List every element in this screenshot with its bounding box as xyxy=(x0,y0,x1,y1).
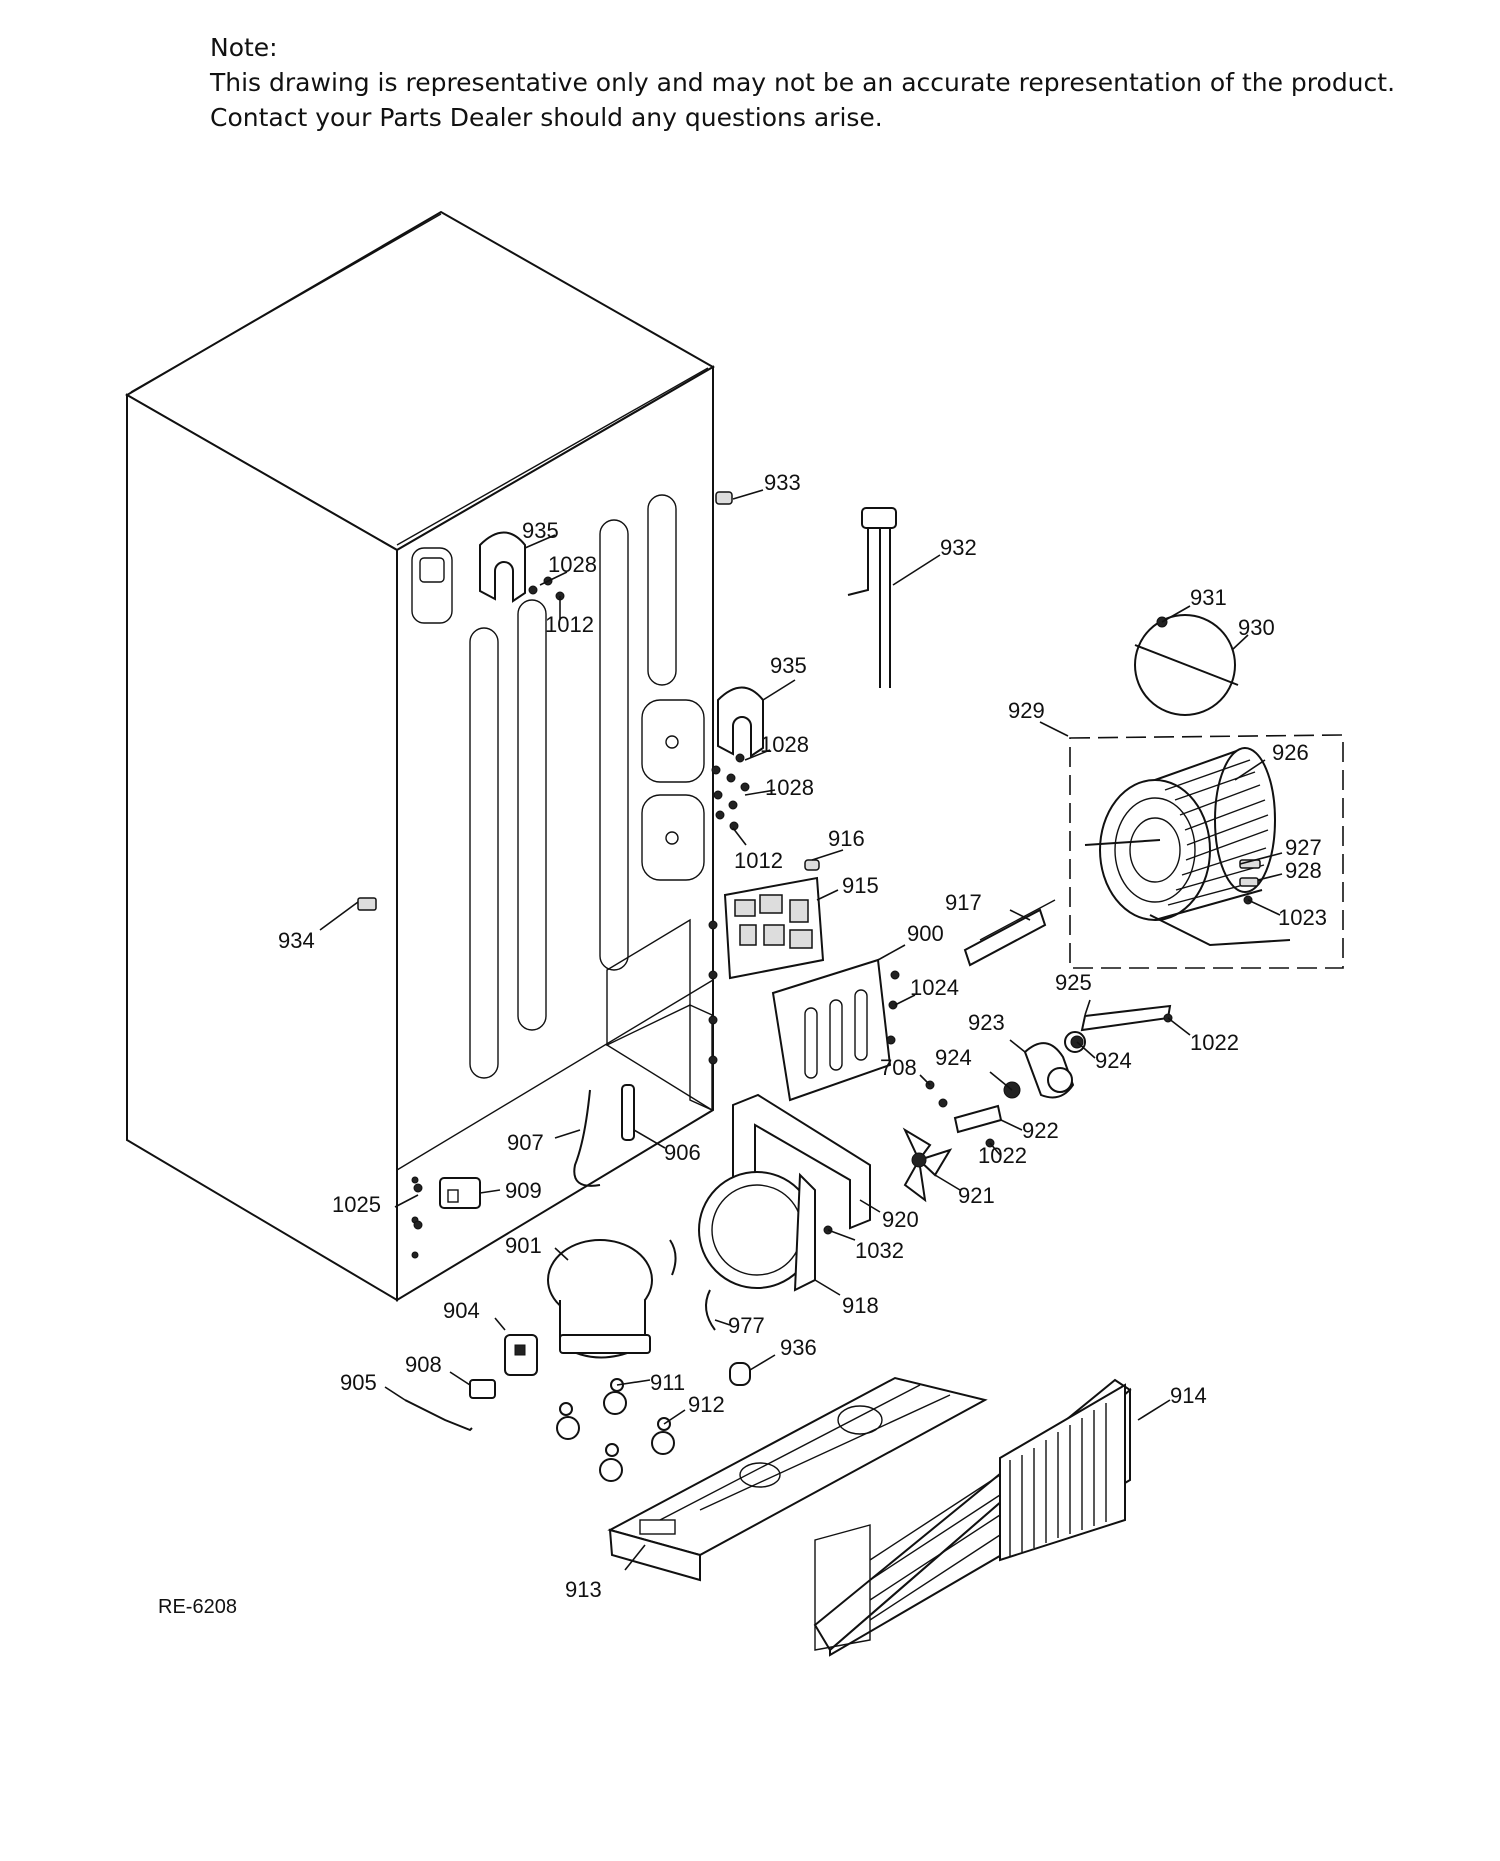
label-928: 928 xyxy=(1285,858,1322,883)
label-918: 918 xyxy=(842,1293,879,1318)
note-line-1: This drawing is representative only and … xyxy=(210,68,1396,97)
label-935-upper: 935 xyxy=(522,518,559,543)
label-915: 915 xyxy=(842,873,879,898)
label-912: 912 xyxy=(688,1392,725,1417)
note-block: Note: This drawing is representative onl… xyxy=(210,30,1395,135)
label-911: 911 xyxy=(650,1370,685,1395)
label-916: 916 xyxy=(828,826,865,851)
cabinet xyxy=(125,210,718,1302)
part-904-overload xyxy=(504,1334,538,1376)
label-905: 905 xyxy=(340,1370,377,1395)
label-708: 708 xyxy=(880,1055,917,1080)
label-935-lower: 935 xyxy=(770,653,807,678)
label-936: 936 xyxy=(780,1335,817,1360)
label-906: 906 xyxy=(664,1140,701,1165)
part-908-capacitor xyxy=(469,1379,496,1399)
label-909: 909 xyxy=(505,1178,542,1203)
part-922-bracket xyxy=(938,1098,1003,1148)
label-977: 977 xyxy=(728,1313,765,1338)
part-labels: 933 932 935 1028 1012 931 930 929 926 93… xyxy=(278,470,1327,1602)
label-1028-a: 1028 xyxy=(760,732,809,757)
label-901: 901 xyxy=(505,1233,542,1258)
part-936-grommet xyxy=(729,1362,751,1386)
part-914-condenser xyxy=(813,1378,1132,1657)
part-929-evaporator-kit xyxy=(1069,734,1344,969)
label-927: 927 xyxy=(1285,835,1322,860)
part-977-tube xyxy=(705,1289,716,1331)
part-901-compressor xyxy=(547,1239,677,1359)
label-924-a: 924 xyxy=(935,1045,972,1070)
label-1023: 1023 xyxy=(1278,905,1327,930)
label-1024: 1024 xyxy=(910,975,959,1000)
part-935-lower-bracket xyxy=(717,686,764,758)
label-924-b: 924 xyxy=(1095,1048,1132,1073)
part-935-upper-bracket xyxy=(479,531,526,603)
label-1022-upper: 1022 xyxy=(1190,1030,1239,1055)
label-926: 926 xyxy=(1272,740,1309,765)
note-heading: Note: xyxy=(210,33,278,62)
leader-lines xyxy=(319,489,1283,1571)
label-920: 920 xyxy=(882,1207,919,1232)
label-1012-upper: 1012 xyxy=(545,612,594,637)
label-933: 933 xyxy=(764,470,801,495)
label-931: 931 xyxy=(1190,585,1227,610)
parts-911-912-mount-grommets xyxy=(556,1378,675,1482)
label-913: 913 xyxy=(565,1577,602,1602)
label-930: 930 xyxy=(1238,615,1275,640)
part-1025-screws xyxy=(413,1183,423,1230)
part-933-clip xyxy=(715,491,733,505)
part-917-wire-harness xyxy=(963,899,1056,967)
note-line-2: Contact your Parts Dealer should any que… xyxy=(210,103,883,132)
part-905-wire xyxy=(404,1399,473,1432)
part-921-fan-blade xyxy=(902,1127,953,1203)
label-1028-b: 1028 xyxy=(765,775,814,800)
label-1032: 1032 xyxy=(855,1238,904,1263)
part-915-control-board xyxy=(723,859,825,980)
label-1012-lower: 1012 xyxy=(734,848,783,873)
screws-1028-1012 xyxy=(528,576,750,831)
label-934: 934 xyxy=(278,928,315,953)
label-914: 914 xyxy=(1170,1383,1207,1408)
part-930-gasket xyxy=(1134,614,1239,716)
part-918-fan-shroud xyxy=(698,1171,816,1292)
part-934-tag xyxy=(357,897,377,911)
label-1028-upper: 1028 xyxy=(548,552,597,577)
label-904: 904 xyxy=(443,1298,480,1323)
label-923: 923 xyxy=(968,1010,1005,1035)
part-907-drain-tube xyxy=(573,1089,601,1187)
label-1025: 1025 xyxy=(332,1192,381,1217)
label-1022-lower: 1022 xyxy=(978,1143,1027,1168)
part-913-base-tray xyxy=(607,1376,988,1582)
part-906-dryer xyxy=(621,1084,635,1141)
label-925: 925 xyxy=(1055,970,1092,995)
label-929: 929 xyxy=(1008,698,1045,723)
label-908: 908 xyxy=(405,1352,442,1377)
part-926-evaporator-coil xyxy=(1084,747,1276,921)
reference-code: RE-6208 xyxy=(158,1596,237,1618)
label-907: 907 xyxy=(507,1130,544,1155)
part-900-cover xyxy=(771,958,892,1102)
label-900: 900 xyxy=(907,921,944,946)
part-925-bracket xyxy=(1080,1004,1173,1032)
part-932-tubing xyxy=(847,507,897,688)
label-922: 922 xyxy=(1022,1118,1059,1143)
label-932: 932 xyxy=(940,535,977,560)
label-917: 917 xyxy=(945,890,982,915)
part-909-relay xyxy=(439,1177,481,1209)
label-921: 921 xyxy=(958,1183,995,1208)
part-1024-screws xyxy=(886,970,900,1045)
